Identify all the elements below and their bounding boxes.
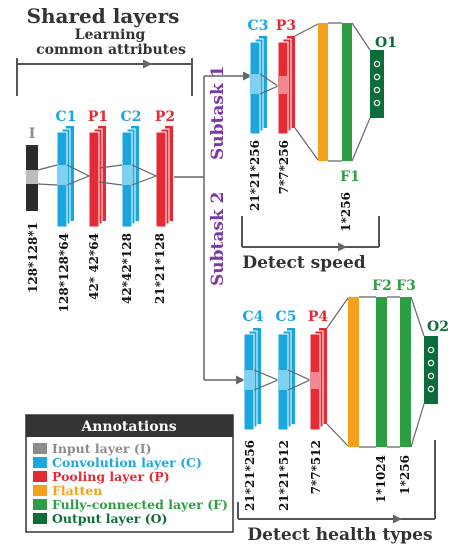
conv-layer-c2-tag: C2 xyxy=(121,109,142,125)
shared-layers-subtitle-1: Learning xyxy=(75,27,146,43)
input-layer-dim: 128*128*1 xyxy=(26,222,40,293)
fc-layer-f1 xyxy=(342,23,352,161)
pool-layer-p1-dim: 42* 42*64 xyxy=(87,233,101,300)
connector-c1-p1 xyxy=(66,164,91,186)
shared-layers-bracket xyxy=(16,58,193,96)
conv-layer-c3-tag: C3 xyxy=(248,18,269,34)
output-layer-o1 xyxy=(370,50,384,118)
connector-flatten-f2 xyxy=(359,296,376,448)
pool-layer-p1-tag: P1 xyxy=(88,109,108,125)
connector-p4-flatten-2 xyxy=(326,297,349,447)
legend-item-output: Output layer (O) xyxy=(52,511,167,526)
fc-layer-f2-tag: F2 xyxy=(372,278,392,294)
shared-layers-title: Shared layers xyxy=(27,4,180,28)
conv-layer-c5 xyxy=(277,328,295,431)
conv-layer-c1-tag: C1 xyxy=(56,109,77,125)
branch-split-lines xyxy=(174,71,252,385)
fc-layer-f1-dim: 1*256 xyxy=(339,192,353,232)
conv-layer-c3-dim: 21*21*256 xyxy=(248,140,262,211)
connector-c2-p2 xyxy=(131,164,158,186)
fc-layer-f3 xyxy=(400,297,411,447)
subtask-1-label: Subtask 1 xyxy=(208,66,228,161)
fc-layer-f2-dim: 1*1024 xyxy=(374,455,388,503)
conv-layer-c4-dim: 21*21*256 xyxy=(243,440,257,511)
connector-p3-flatten-1 xyxy=(294,23,319,161)
input-layer xyxy=(26,145,38,211)
pool-layer-p2 xyxy=(155,126,173,228)
pool-layer-p4 xyxy=(309,328,327,431)
pool-layer-p4-tag: P4 xyxy=(308,309,329,325)
pool-layer-p3 xyxy=(277,36,295,135)
flatten-layer-1 xyxy=(318,23,328,161)
connector-input-c1 xyxy=(37,164,58,186)
legend-swatch-fc xyxy=(33,499,47,510)
fc-layer-f3-dim: 1*256 xyxy=(398,455,412,495)
pool-layer-p2-dim: 21*21*128 xyxy=(153,233,167,304)
legend-item-pool: Pooling layer (P) xyxy=(52,469,170,484)
detect-health-bracket xyxy=(237,440,436,524)
connector-p1-c2 xyxy=(98,164,123,186)
conv-layer-c1-dim: 128*128*64 xyxy=(57,233,71,312)
conv-layer-c1 xyxy=(56,126,74,228)
legend-swatch-input xyxy=(33,443,47,454)
legend-item-fc: Fully-connected layer (F) xyxy=(52,497,228,512)
legend-swatch-conv xyxy=(33,457,47,468)
connector-f3-o2 xyxy=(410,296,425,448)
output-layer-o1-tag: O1 xyxy=(375,35,397,51)
connector-f2-f3 xyxy=(387,296,400,448)
pool-layer-p3-dim: 7*7*256 xyxy=(277,140,291,194)
legend-item-conv: Convolution layer (C) xyxy=(52,455,202,470)
detect-speed-bracket xyxy=(241,216,380,252)
legend-swatch-flatten xyxy=(33,485,47,496)
legend-swatch-output xyxy=(33,513,47,524)
shared-layers-subtitle-2: common attributes xyxy=(36,42,186,58)
output-layer-o2 xyxy=(424,336,438,404)
legend-item-input: Input layer (I) xyxy=(52,441,152,456)
legend-title: Annotations xyxy=(80,419,176,435)
pool-layer-p3-tag: P3 xyxy=(276,18,296,34)
connector-flatten-f1 xyxy=(328,22,342,162)
fc-layer-f2 xyxy=(376,297,387,447)
conv-layer-c3 xyxy=(249,36,267,135)
subtask-2-label: Subtask 2 xyxy=(208,192,228,287)
pool-layer-p4-dim: 7*7*512 xyxy=(309,440,323,494)
pool-layer-p2-tag: P2 xyxy=(155,109,175,125)
output-layer-o2-tag: O2 xyxy=(427,319,449,335)
flatten-layer-2 xyxy=(348,297,359,447)
conv-layer-c4 xyxy=(243,328,261,431)
pool-layer-p1 xyxy=(88,126,106,228)
legend-swatch-pool xyxy=(33,471,47,482)
conv-layer-c2 xyxy=(121,126,139,228)
fc-layer-f1-tag: F1 xyxy=(340,169,360,185)
detect-health-caption: Detect health types xyxy=(247,525,432,545)
fc-layer-f3-tag: F3 xyxy=(396,278,416,294)
conv-layer-c5-tag: C5 xyxy=(276,309,297,325)
conv-layer-c5-dim: 21*21*512 xyxy=(277,440,291,511)
detect-speed-caption: Detect speed xyxy=(242,253,365,273)
conv-layer-c4-tag: C4 xyxy=(243,309,264,325)
legend-item-flatten: Flatten xyxy=(52,483,102,498)
conv-layer-c2-dim: 42*42*128 xyxy=(120,233,134,304)
legend: Annotations Input layer (I) Convolution … xyxy=(25,414,234,533)
connector-f1-o1 xyxy=(351,22,371,162)
input-layer-tag: I xyxy=(29,126,36,142)
